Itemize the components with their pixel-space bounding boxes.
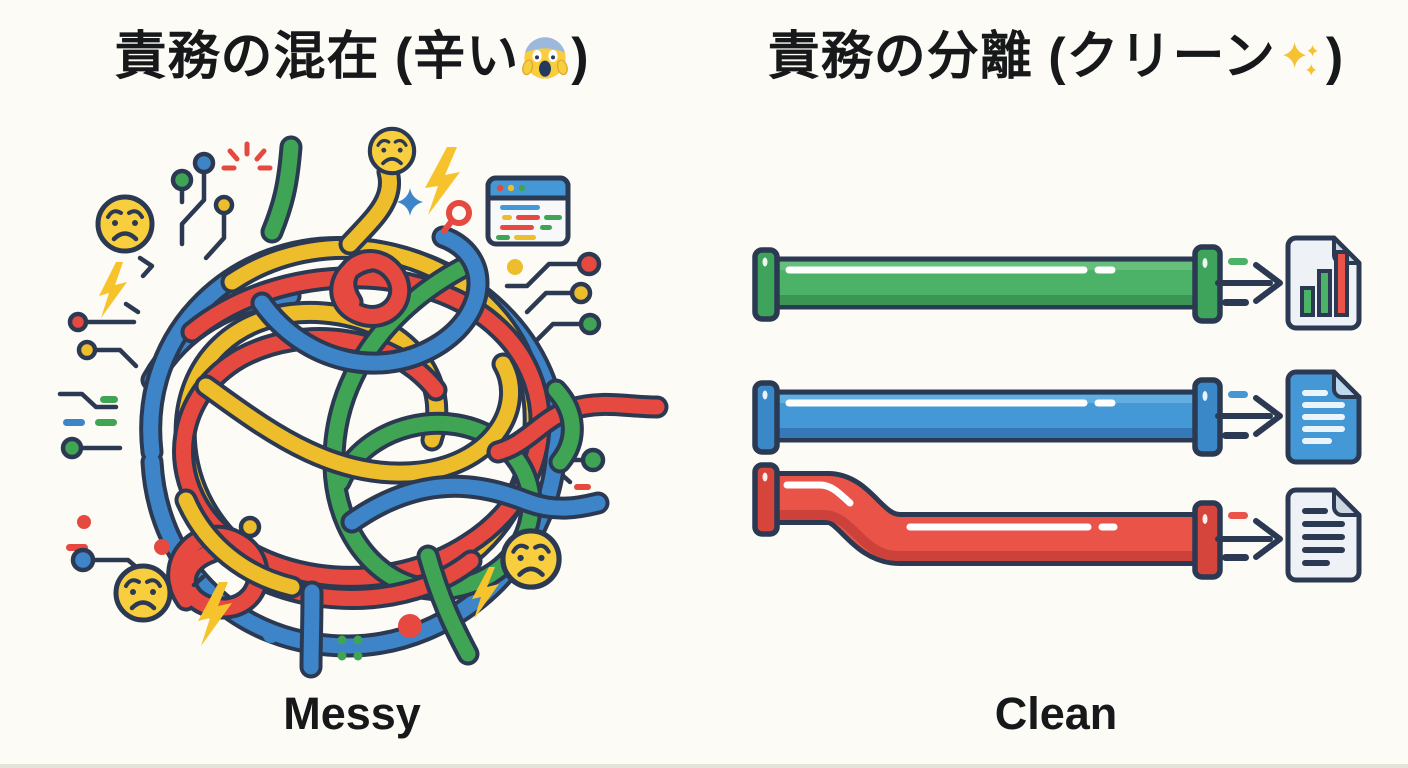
small-tick <box>191 574 206 588</box>
lightning-bolt-top <box>425 147 460 215</box>
scream-face-emoji <box>522 37 569 79</box>
red-dot-left <box>154 539 170 555</box>
blue-dot-bottom <box>263 627 279 643</box>
yellow-dot <box>507 259 523 275</box>
code-window-icon <box>485 175 571 247</box>
pipe-green-left-flange <box>752 247 780 322</box>
circuit-traces-top-left <box>170 151 235 261</box>
pipe-red-left-flange <box>752 462 780 537</box>
clean-caption: Clean <box>994 688 1118 739</box>
messy-caption: Messy <box>283 688 421 739</box>
worried-emoji-left <box>98 197 152 251</box>
red-spark-burst <box>221 141 273 171</box>
arrow-green <box>1215 262 1283 304</box>
clean-title: 責務の分離 (クリーン) <box>704 14 1408 89</box>
wire-connector-dot <box>238 515 262 539</box>
document-text-lines <box>1302 508 1345 566</box>
code-lines <box>496 205 562 240</box>
messy-title-text: 責務の混在 (辛い <box>114 28 520 86</box>
clean-illustration <box>752 235 1362 583</box>
blue-text-document-icon <box>1285 369 1362 465</box>
lightning-bolt-bottom-right <box>472 567 499 619</box>
clean-title-close: ) <box>1325 28 1345 86</box>
pipe-blue <box>752 377 1283 457</box>
sparkles-emoji <box>1283 42 1318 76</box>
lightning-bolt-left <box>99 262 127 318</box>
text-document-icon <box>1285 487 1362 583</box>
worried-emoji-bottom-right <box>503 531 559 587</box>
pipe-red <box>752 462 1283 580</box>
worried-emoji-bottom-left <box>116 566 170 620</box>
red-dot-bottom <box>398 614 422 638</box>
document-text-lines <box>1302 390 1345 444</box>
lightning-bolt-bottom <box>198 582 232 646</box>
messy-title-close: ) <box>571 28 590 86</box>
tangled-wires <box>139 135 669 679</box>
clean-title-text: 責務の分離 (クリーン <box>767 28 1276 86</box>
messy-title: 責務の混在 (辛い) <box>0 14 704 89</box>
messy-illustration <box>57 0 669 679</box>
bottom-edge-shadow <box>0 764 1408 768</box>
pipe-green <box>752 244 1283 324</box>
pipe-blue-left-flange <box>752 380 780 455</box>
green-dot-grid <box>337 635 363 661</box>
magnifier-icon <box>441 200 472 234</box>
blue-sparkle-icon <box>397 188 423 216</box>
arrow-blue <box>1215 395 1283 437</box>
tick-mark <box>123 301 141 315</box>
angle-tick <box>137 255 155 279</box>
arrow-red <box>1215 518 1283 560</box>
circuit-traces-left <box>57 311 145 575</box>
worried-emoji-top <box>370 129 414 173</box>
bar-chart-document-icon <box>1285 235 1362 331</box>
wire-stalk <box>338 160 401 256</box>
